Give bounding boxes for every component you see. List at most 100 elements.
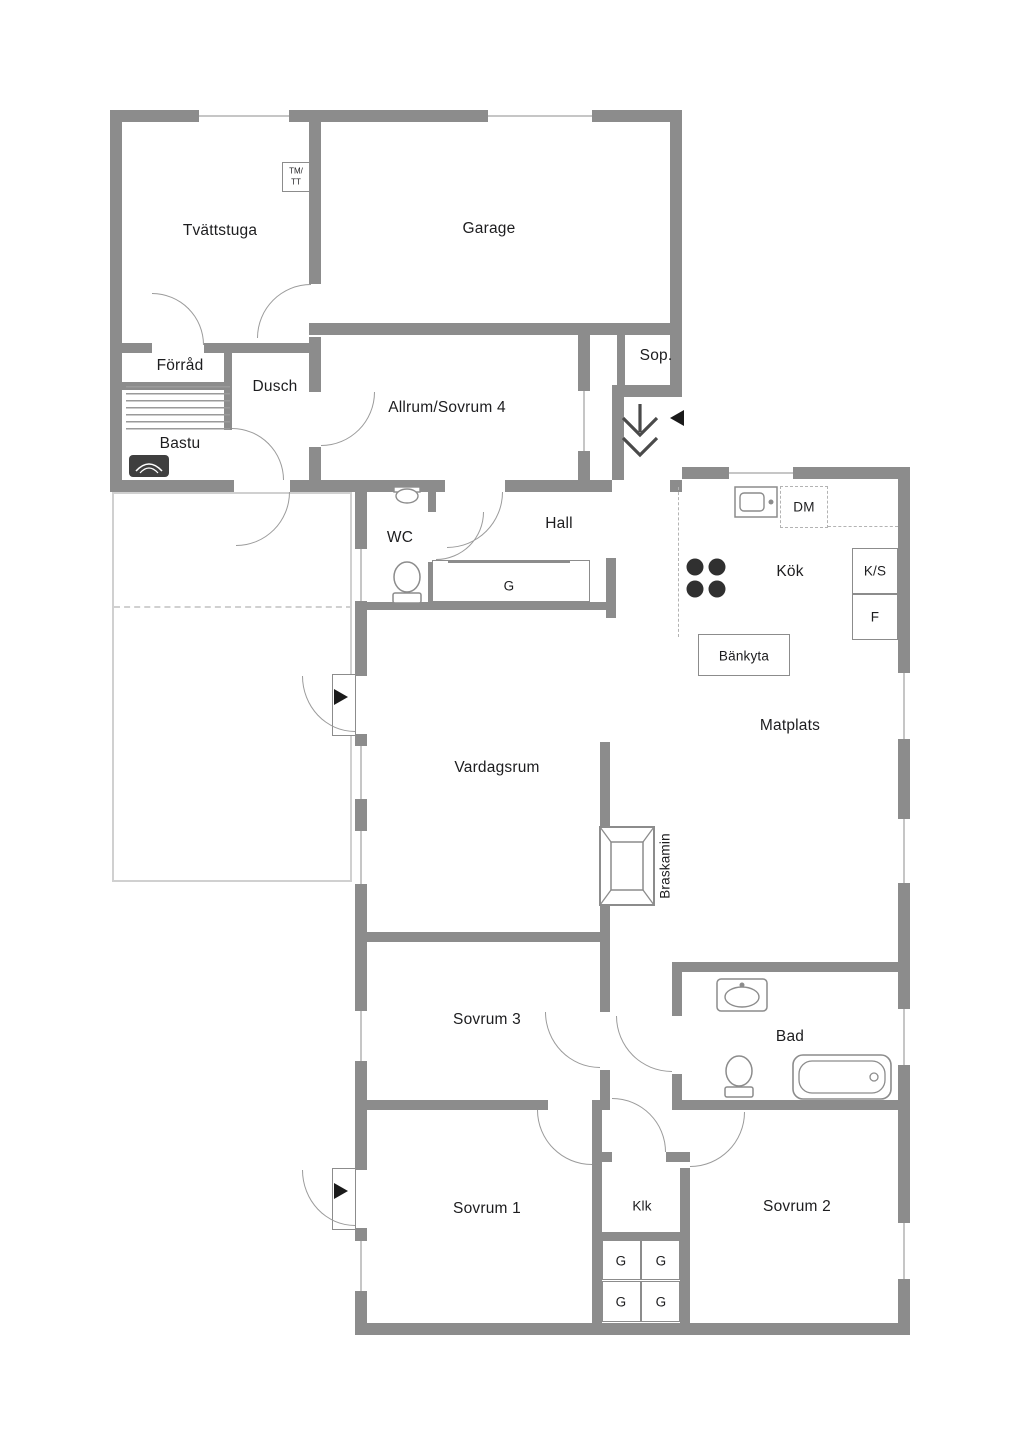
door-opening (355, 1170, 367, 1228)
wall-segment (672, 962, 682, 1016)
appliance-label-f: F (870, 609, 880, 625)
wall-segment (592, 1110, 602, 1323)
freezer-box (852, 594, 898, 640)
wall-segment (110, 110, 122, 492)
room-label-wc: WC (386, 529, 414, 546)
wall-segment (606, 558, 616, 618)
door-arc (321, 392, 375, 446)
room-label-matplats: Matplats (759, 717, 821, 734)
wardrobe-label-g4: G (655, 1294, 667, 1310)
wardrobe-label-g2: G (655, 1253, 667, 1269)
wall-segment (600, 1070, 610, 1110)
wall-segment (680, 1168, 690, 1323)
wall-segment (672, 962, 898, 972)
wardrobe-label-g3: G (615, 1294, 627, 1310)
washer-dryer-box (282, 162, 310, 192)
door-arc (537, 1110, 592, 1165)
wall-segment (110, 110, 682, 122)
braskamin-fireplace (599, 826, 655, 906)
window (898, 818, 910, 884)
kitchen-cabinet-dashed (828, 526, 898, 527)
entry-direction-icon (670, 410, 684, 426)
door-arc (612, 1098, 666, 1152)
door-arc (690, 1112, 745, 1167)
appliance-label-tm: TM/ (289, 166, 303, 176)
window (898, 672, 910, 740)
wall-segment (600, 932, 610, 1012)
wc-sink (392, 486, 422, 504)
wardrobe-box (602, 1281, 641, 1322)
room-label-bastu: Bastu (159, 435, 201, 452)
window (355, 548, 367, 602)
door-arc (152, 293, 204, 345)
room-label-sovrum3: Sovrum 3 (453, 1011, 521, 1028)
wall-segment (290, 480, 356, 492)
wall-segment (612, 397, 624, 480)
counter-box (698, 634, 790, 676)
wall-segment (592, 1100, 610, 1110)
wall-segment (309, 122, 321, 284)
window (355, 745, 367, 800)
wall-segment (309, 337, 321, 392)
window (728, 467, 794, 479)
room-label-sovrum2: Sovrum 2 (763, 1198, 831, 1215)
sauna-benches (126, 386, 230, 432)
room-label-bad: Bad (775, 1028, 805, 1045)
wardrobe-label-g1: G (615, 1253, 627, 1269)
wall-segment (602, 1232, 680, 1240)
sauna-heater (128, 454, 170, 478)
wardrobe-box (641, 1281, 680, 1322)
wall-segment (666, 1152, 690, 1162)
door-arc (545, 1012, 600, 1068)
wall-segment (355, 1323, 910, 1335)
appliance-label-tt: TT (291, 177, 301, 187)
wall-segment (110, 343, 152, 353)
entry-direction-icon (334, 689, 348, 705)
entrance-arrow-icon (616, 400, 664, 466)
stove (684, 556, 728, 600)
wall-segment (672, 1100, 898, 1110)
wall-segment (898, 467, 910, 1335)
door-opening (355, 676, 367, 734)
room-label-garage: Garage (462, 220, 516, 237)
kitchen-sink (734, 486, 778, 518)
window (355, 1010, 367, 1062)
kitchen-counter-dashed (678, 487, 679, 637)
wall-segment (110, 480, 234, 492)
wall-segment (309, 447, 321, 480)
wall-segment (309, 323, 682, 335)
wardrobe-box (641, 1240, 680, 1280)
window (355, 1240, 367, 1292)
room-label-allrum: Allrum/Sovrum 4 (388, 399, 506, 416)
wall-segment (672, 1074, 682, 1110)
fridge-freezer-box (852, 548, 898, 594)
room-label-dusch: Dusch (252, 378, 298, 395)
room-label-klk: Klk (632, 1198, 652, 1214)
door-arc (616, 1016, 672, 1072)
appliance-label-dm: DM (793, 499, 815, 515)
patio-divider-dashed (114, 606, 352, 608)
closet-label-g: G (503, 578, 515, 594)
closet-rail (448, 560, 570, 563)
window (355, 830, 367, 885)
wall-segment (617, 335, 625, 385)
wall-segment (355, 480, 445, 492)
entry-direction-icon (334, 1183, 348, 1199)
door-arc (232, 428, 284, 480)
dishwasher-box (780, 486, 828, 528)
door-arc (436, 512, 484, 560)
bathroom-toilet (722, 1054, 756, 1100)
room-label-vardagsrum: Vardagsrum (454, 759, 540, 776)
wall-segment (355, 1100, 548, 1110)
room-label-hall: Hall (545, 515, 573, 532)
window (198, 110, 290, 122)
room-label-sop: Sop. (639, 347, 673, 364)
window (487, 110, 593, 122)
wall-segment (505, 480, 612, 492)
wc-toilet (390, 560, 424, 606)
door-arc (257, 284, 311, 338)
counter-label-bankyta: Bänkyta (718, 648, 770, 664)
fixture-label-braskamin: Braskamin (657, 833, 673, 899)
window (578, 390, 590, 452)
